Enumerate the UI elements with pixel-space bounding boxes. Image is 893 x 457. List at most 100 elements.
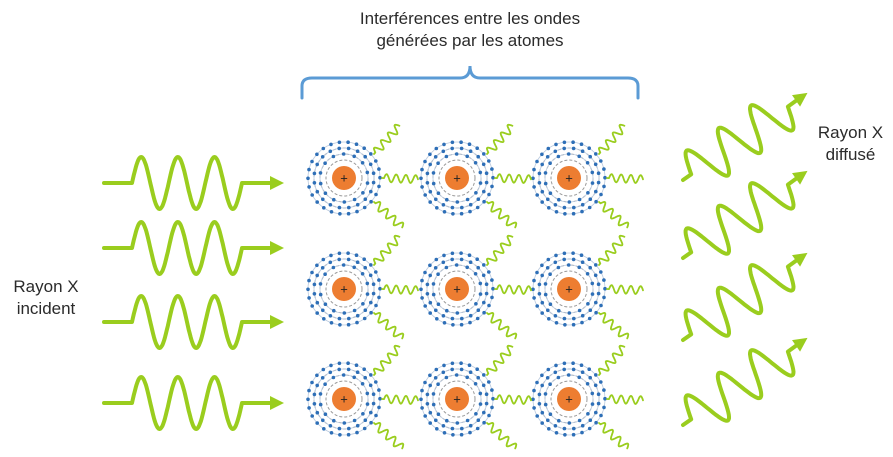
electron-dot [545,155,550,159]
electron-dot [374,413,378,418]
electron-dot [475,146,480,150]
electron-dot [557,197,561,202]
electron-dot [481,273,486,278]
electron-dot [577,154,581,159]
electron-dot [371,291,376,296]
electron-dot [491,286,495,291]
electron-dot [537,282,542,287]
nucleus [557,166,581,190]
electron-dot [599,270,603,274]
electron-dot [540,311,544,315]
electron-dot [587,257,591,262]
electron-dot [337,140,342,145]
electron-dot [361,302,365,306]
electron-dot [588,308,593,313]
electron-dot [596,401,601,406]
electron-dot [371,171,376,175]
electron-dot [355,430,359,435]
electron-dot [474,191,478,195]
electron-dot [599,380,603,384]
electron-dot [553,149,558,154]
electron-dot [337,205,342,210]
electron-dot [444,154,449,159]
electron-dot [450,205,455,210]
electron-dot [347,205,351,210]
electron-dot [554,363,558,368]
electron-dot [328,203,333,207]
electron-dot [468,423,473,428]
electron-dot [377,184,381,189]
electron-dot [362,205,367,210]
electron-dot [484,291,489,296]
electron-dot [369,420,373,425]
electron-dot [307,406,311,410]
electron-dot [476,375,481,380]
outer-orbit [313,368,375,430]
electron-dot [369,310,373,315]
electron-dot [352,375,357,380]
outer-orbit [538,368,600,430]
outer-orbit [426,258,488,320]
nucleus [445,277,469,301]
electron-dot [580,320,584,325]
electron-dot [431,181,436,186]
electron-dot [596,180,601,185]
electron-dot [352,265,357,270]
electron-dot [535,159,539,164]
electron-dot [355,149,360,153]
diffused-wave-path [681,343,798,427]
electron-dot [341,152,346,156]
incident-wave-arrowhead [270,315,284,329]
electron-dot [331,375,336,380]
electron-dot [467,253,472,257]
electron-dot [329,142,333,147]
electron-dot [451,433,455,437]
electron-dot [484,401,489,406]
electron-dot [490,405,494,410]
electron-dot [441,149,446,154]
electron-dot [315,273,320,278]
electron-dot [306,287,310,292]
electron-dot [540,383,544,388]
electron-dot [360,382,365,386]
electron-dot [341,263,346,267]
electron-dot [563,433,567,437]
electron-dot [557,418,561,423]
electron-dot [445,197,449,202]
electron-dot [451,212,455,216]
electron-dot [540,189,545,194]
outer-orbit [538,147,600,209]
electron-dot [599,192,603,197]
electron-dot [331,154,336,159]
electron-dot [602,184,606,189]
electron-dot [459,146,464,151]
electron-dot [312,392,317,397]
electron-dot [352,418,357,423]
electron-dot [546,257,551,262]
electron-dot [566,263,571,267]
diffused-ray-label: Rayon X diffusé [808,122,893,166]
electron-dot [377,278,381,282]
electron-dot [540,263,544,268]
nucleus [445,387,469,411]
electron-dot [571,211,576,216]
electron-dot [310,380,314,385]
electron-dot [535,304,539,308]
electron-dot [596,282,601,287]
electron-dot [307,296,311,300]
electron-dot [436,161,440,165]
electron-dot [310,414,315,418]
squiggle-wavelet-icon [373,201,405,229]
electron-dot [425,282,430,287]
electron-dot [347,316,351,321]
electron-dot [307,278,311,283]
electron-dot [475,367,480,372]
electron-dot [341,373,346,377]
electron-dot [435,317,439,321]
diffused-waves-group [681,92,808,427]
electron-dot [459,322,464,327]
electron-dot [468,209,472,214]
electron-dot [540,410,545,415]
electron-dot [363,265,368,270]
electron-dot [567,311,572,315]
